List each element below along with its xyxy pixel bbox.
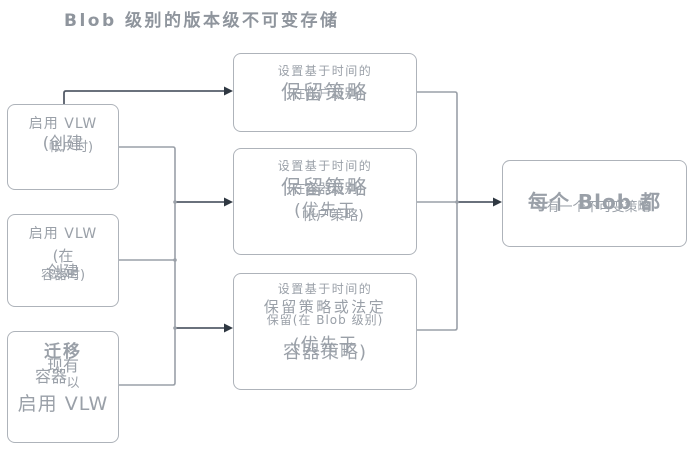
node-text-line: 保留(在 Blob 级别) bbox=[266, 313, 384, 328]
node-text-line: 保留策略 bbox=[281, 174, 369, 199]
node-text-line: (优先于 bbox=[294, 200, 356, 221]
diagram-title: Blob 级别的版本级不可变存储 bbox=[64, 11, 340, 31]
node-migrate-existing-containers: 迁移 现有 容器 以 启用 VLW bbox=[7, 331, 119, 443]
node-text-line: 帐户策略) bbox=[302, 208, 364, 225]
junction-dot bbox=[455, 200, 459, 204]
arrowhead-retention-account bbox=[224, 86, 233, 96]
node-text-line: (在帐户级别) bbox=[287, 86, 363, 102]
node-enable-vlw-account: 启用 VLW (创建 帐户时) bbox=[7, 104, 119, 190]
node-text-line: 以 bbox=[66, 376, 80, 392]
node-text-line: 设置基于时间的 bbox=[277, 282, 373, 296]
node-text-line: 启用 VLW bbox=[17, 393, 109, 416]
arrowhead-retention-container bbox=[224, 197, 233, 207]
node-text-line: 容器策略) bbox=[282, 341, 368, 363]
node-every-blob-immutable: 每个 Blob 都 有一个不可变策略 bbox=[502, 160, 687, 247]
node-text-line: 保留策略或法定 bbox=[263, 297, 387, 316]
node-text-line: (在 bbox=[52, 247, 74, 266]
node-text-line: 启用 VLW bbox=[28, 116, 98, 132]
node-retention-policy-container: 设置基于时间的 保留策略 (在容器级别) (优先于 帐户策略) bbox=[233, 148, 417, 255]
edge-left-bus bbox=[119, 146, 176, 386]
node-text-line: 现有 bbox=[46, 355, 79, 375]
junction-dot bbox=[173, 258, 177, 262]
node-text-line: 保留策略 bbox=[281, 79, 369, 104]
node-retention-policy-blob: 设置基于时间的 保留策略或法定 保留(在 Blob 级别) (优先于 容器策略) bbox=[233, 273, 417, 390]
node-text-line: (优先于 bbox=[292, 334, 358, 356]
edge-account-to-retention-account bbox=[63, 90, 224, 104]
arrowhead-result bbox=[493, 197, 502, 207]
node-text-line: 每个 Blob 都 bbox=[527, 190, 662, 215]
junction-dot bbox=[173, 200, 177, 204]
node-text-line: 设置基于时间的 bbox=[277, 64, 373, 78]
node-text-line: (创建 bbox=[42, 134, 84, 155]
node-text-line: 有一个不可变策略 bbox=[546, 200, 651, 216]
edge-right-bus bbox=[417, 91, 458, 331]
node-text-line: 设置基于时间的 bbox=[277, 159, 373, 173]
arrowhead-retention-blob bbox=[224, 323, 233, 333]
node-text-line: 帐户时) bbox=[48, 139, 94, 155]
node-retention-policy-account: 设置基于时间的 保留策略 (在帐户级别) bbox=[233, 53, 417, 132]
node-text-line: 容器时) bbox=[40, 267, 86, 283]
node-text-line: (在容器级别) bbox=[287, 181, 363, 197]
node-text-line: 容器 bbox=[34, 366, 67, 386]
node-text-line: 创建 bbox=[46, 262, 79, 282]
junction-dot bbox=[173, 326, 177, 330]
node-text-line: 启用 VLW bbox=[28, 226, 98, 242]
node-text-line: 迁移 bbox=[44, 342, 82, 362]
node-enable-vlw-container: 启用 VLW (在 创建 容器时) bbox=[7, 214, 119, 307]
